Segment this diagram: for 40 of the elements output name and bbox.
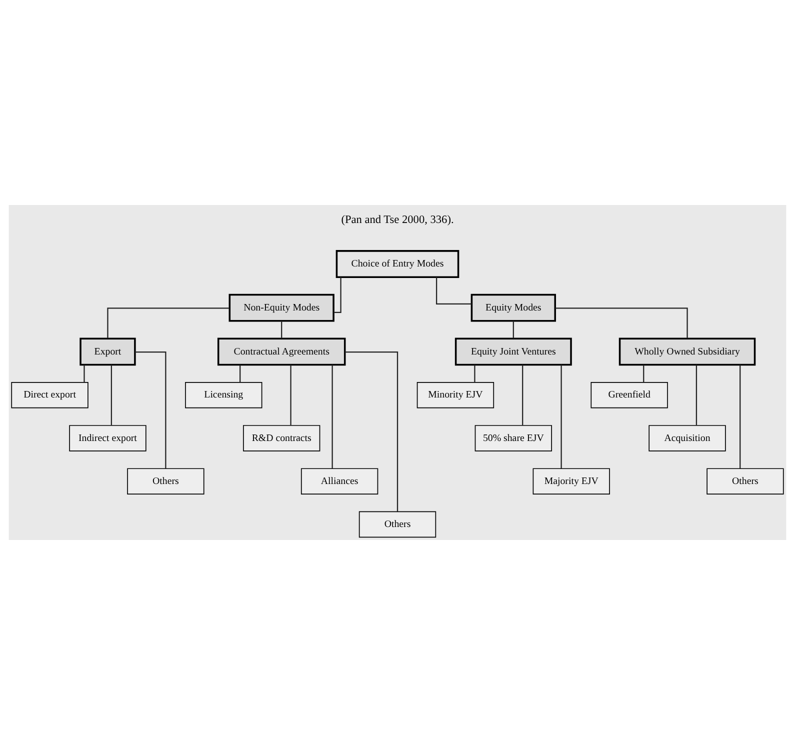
node-box: Indirect export [69,424,146,451]
connector [290,364,292,425]
label: (Pan and Tse 2000, 336). [341,214,454,226]
node-box: Minority EJV [416,381,494,408]
connector [436,276,472,304]
connector [135,350,166,468]
connector [643,364,644,382]
node-box: Greenfield [590,381,668,408]
node-box: Equity Joint Ventures [454,337,572,366]
connector [474,364,476,382]
node-box: Others [127,468,204,494]
node-box: Equity Modes [470,293,556,322]
connector [512,320,514,338]
node-box: Licensing [185,381,262,408]
connector [555,307,688,338]
node-box: Alliances [300,468,378,494]
node-box: Non-Equity Modes [228,293,334,322]
node-box: R&D contracts [243,424,320,451]
node-box: Others [706,468,784,494]
connector [107,307,230,338]
node-box: Others [358,510,436,538]
connector [522,364,524,425]
node-box: Wholly Owned Subsidiary [618,337,756,366]
connector [560,364,562,468]
node-box: Export [80,337,136,366]
connector [110,364,112,425]
node-box: Direct export [11,381,88,408]
connector [696,364,698,425]
node-box: 50% share EJV [474,424,552,451]
connector [281,320,282,338]
connector [740,364,741,468]
connector [84,364,85,382]
node-box: Acquisition [648,424,726,451]
node-box: Contractual Agreements [217,337,346,366]
connector [332,364,333,468]
node-box: Majority EJV [532,468,610,494]
connector [240,364,241,382]
connector [344,350,398,511]
node-box: Choice of Entry Modes [336,250,460,278]
connector [334,276,342,312]
